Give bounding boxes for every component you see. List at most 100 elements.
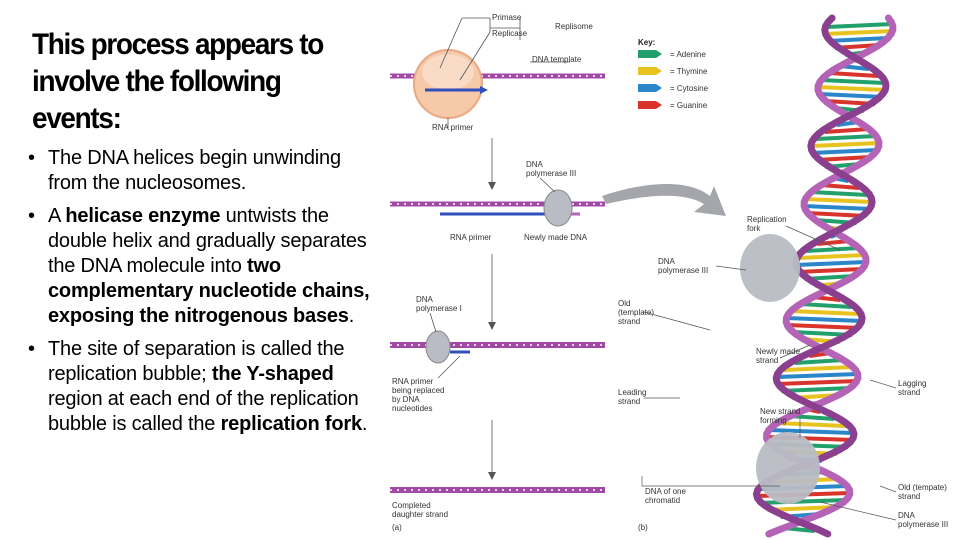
bullet-dot: • xyxy=(28,338,35,360)
panel-b-diagram: Key: = Adenine = Thymine = Cytosine = Guani… xyxy=(618,14,948,538)
bullet-item: • The DNA helices begin unwinding from th… xyxy=(28,146,378,196)
bullet-text: region at each end of the replication bu… xyxy=(48,388,359,435)
bullet-text: A xyxy=(48,205,66,227)
dna-pol-iii-a xyxy=(543,189,573,227)
base-pair xyxy=(821,78,885,85)
bullet-text: The site of separation is called the rep… xyxy=(48,338,345,385)
base-pair xyxy=(811,190,868,197)
bullet-text: untwists the double helix and gradually … xyxy=(48,205,367,277)
key-swatch xyxy=(638,67,662,75)
label-dna-pol-i-2: polymerase I xyxy=(416,304,462,313)
label-newly-1: Newly made xyxy=(756,347,801,356)
backbone-right xyxy=(752,14,890,538)
label-old-1: Old xyxy=(618,299,630,308)
base-pair xyxy=(811,141,880,148)
base-pair xyxy=(797,267,863,274)
bullet-item: • A helicase enzyme untwists the double h… xyxy=(28,204,378,329)
panel-a-label: (a) xyxy=(392,523,402,532)
bullet-text: replication fork xyxy=(220,413,362,435)
base-pair xyxy=(824,29,893,36)
label-pol3b-2: polymerase III xyxy=(898,520,948,529)
base-pair xyxy=(815,134,877,141)
transition-arrow xyxy=(602,184,726,216)
label-rep-fork-2: fork xyxy=(747,224,761,233)
base-pair xyxy=(758,498,847,505)
key-swatch xyxy=(638,84,662,92)
label-lagging-1: Lagging xyxy=(898,379,926,388)
dna-pol-iii-b-bottom xyxy=(756,432,820,504)
dna-replication-figure: Primase Replisome Replicase DNA template… xyxy=(390,13,948,538)
primase-blob xyxy=(422,54,474,90)
base-pair xyxy=(776,379,857,386)
label-leading-2: strand xyxy=(618,397,640,406)
key: Key: = Adenine = Thymine = Cytosine = Guani… xyxy=(638,38,709,110)
slide-title: This process appears to involve the foll… xyxy=(32,28,324,135)
base-pair xyxy=(798,253,865,260)
base-pair xyxy=(768,428,853,435)
label-rna-replaced-2: being replaced xyxy=(392,386,444,395)
label-lagging-2: strand xyxy=(898,388,920,397)
base-pair xyxy=(786,316,863,323)
label-old-3: strand xyxy=(618,317,640,326)
base-pair xyxy=(819,92,883,99)
bullet-item: • The site of separation is called the re… xyxy=(28,337,378,437)
label-old-2: (template) xyxy=(618,308,654,317)
label-completed-2: daughter strand xyxy=(392,510,448,519)
label-rep-fork-1: Replication xyxy=(747,215,787,224)
bullet-text: begin unwinding from the nucleosomes. xyxy=(48,147,341,194)
label-newly-2: strand xyxy=(756,356,778,365)
key-swatch xyxy=(638,101,662,109)
label-leading-1: Leading xyxy=(618,388,646,397)
panel-b-label: (b) xyxy=(638,523,648,532)
base-pair xyxy=(826,22,893,29)
label-dna-pol-iii-a1: DNA xyxy=(526,160,544,169)
key-label: = Cytosine xyxy=(670,84,709,93)
base-pair xyxy=(795,260,867,267)
label-forming-1: New strand xyxy=(760,407,800,416)
label-rna-replaced-3: by DNA xyxy=(392,395,420,404)
dna-pol-iii-b-top xyxy=(740,234,800,302)
key-swatch xyxy=(638,50,662,58)
base-pair xyxy=(781,386,851,393)
base-pair xyxy=(824,127,870,134)
bullet-text: helices xyxy=(133,147,194,169)
bullet-text: helicase enzyme xyxy=(65,205,221,227)
label-pol3b-1: DNA xyxy=(898,511,916,520)
base-pair xyxy=(777,372,858,379)
label-forming-2: forming xyxy=(760,416,787,425)
base-pair xyxy=(805,197,872,204)
base-pair xyxy=(790,309,860,316)
dna-pol-i xyxy=(425,330,451,364)
key-label: = Adenine xyxy=(670,50,706,59)
label-rna-replaced-4: nucleotides xyxy=(392,404,432,413)
label-chromatid-1: DNA of one xyxy=(645,487,686,496)
label-chromatid-2: chromatid xyxy=(645,496,680,505)
base-pair xyxy=(787,323,860,330)
base-pair xyxy=(800,302,852,309)
key-label: = Guanine xyxy=(670,101,708,110)
label-replicase: Replicase xyxy=(492,29,528,38)
base-pair xyxy=(807,211,867,218)
label-old-tmpl-1: Old (tempate) xyxy=(898,483,947,492)
label-rna-primer-mid: RNA primer xyxy=(450,233,492,242)
base-pair xyxy=(806,246,860,253)
panel-a-diagram: Primase Replisome Replicase DNA template… xyxy=(390,13,605,532)
label-rna-replaced-1: RNA primer xyxy=(392,377,434,386)
label-completed-1: Completed xyxy=(392,501,431,510)
bullet-dot: • xyxy=(28,147,35,169)
label-dna-pol-i-1: DNA xyxy=(416,295,434,304)
bullet-text: . xyxy=(361,413,368,435)
base-pair xyxy=(777,421,847,428)
key-title: Key: xyxy=(638,38,655,47)
label-dna-template: DNA template xyxy=(532,55,582,64)
base-pair xyxy=(816,155,871,162)
label-primase: Primase xyxy=(492,13,522,22)
bullet-text: . xyxy=(348,305,355,327)
base-pair xyxy=(804,204,872,211)
label-pol3-1: DNA xyxy=(658,257,676,266)
bullet-dot: • xyxy=(28,205,35,227)
bullet-text: The DNA xyxy=(48,147,134,169)
label-old-tmpl-2: strand xyxy=(898,492,920,501)
base-pair xyxy=(794,358,844,365)
key-label: = Thymine xyxy=(670,67,708,76)
